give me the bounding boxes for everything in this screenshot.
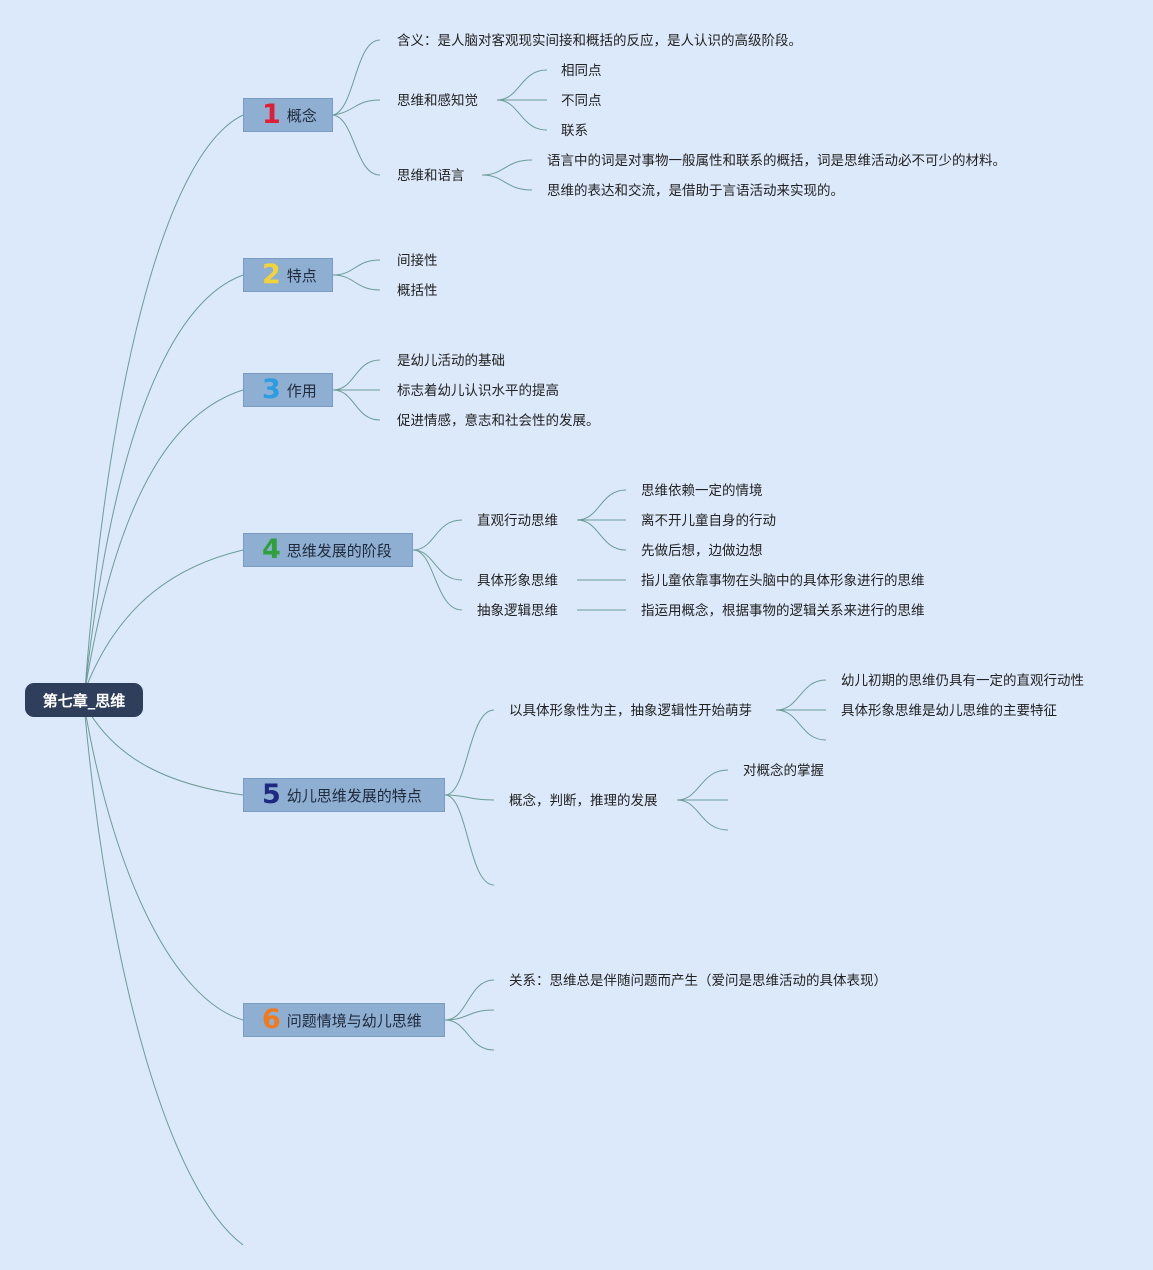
topic-label: 思维发展的阶段	[286, 541, 392, 560]
link-root-topic5	[84, 704, 244, 796]
link-root-topic3	[84, 389, 244, 691]
topic-label: 概念	[286, 106, 317, 125]
t4-intuitive-item[interactable]: 离不开儿童自身的行动	[641, 513, 776, 529]
topic-label: 特点	[286, 266, 317, 285]
topic-label: 问题情境与幼儿思维	[286, 1011, 422, 1030]
t1-perception-item[interactable]: 相同点	[561, 63, 602, 79]
t4-intuitive-item[interactable]: 先做后想，边做边想	[641, 543, 763, 559]
t4-concrete-desc[interactable]: 指儿童依靠事物在头脑中的具体形象进行的思维	[641, 573, 925, 589]
t4-intuitive-item[interactable]: 思维依赖一定的情境	[641, 483, 763, 499]
topic-label: 作用	[286, 381, 317, 400]
link-t1-perception	[332, 99, 381, 116]
number-5-icon: 5	[262, 778, 281, 810]
t5-main-item[interactable]: 幼儿初期的思维仍具有一定的直观行动性	[841, 673, 1084, 689]
topic-1[interactable]: 1 概念	[243, 98, 333, 132]
t1-perception-item[interactable]: 联系	[561, 123, 588, 139]
t3-item[interactable]: 促进情感，意志和社会性的发展。	[397, 413, 600, 429]
number-1-icon: 1	[262, 98, 281, 130]
number-3-icon: 3	[262, 373, 281, 405]
topic-3[interactable]: 3 作用	[243, 373, 333, 407]
t3-item[interactable]: 是幼儿活动的基础	[397, 353, 505, 369]
link-root-extra	[84, 714, 244, 1246]
t1-perception[interactable]: 思维和感知觉	[397, 93, 478, 109]
topic-5[interactable]: 5 幼儿思维发展的特点	[243, 778, 445, 812]
t4-abstract[interactable]: 抽象逻辑思维	[477, 603, 558, 619]
link-root-topic4	[84, 549, 244, 691]
t1-language[interactable]: 思维和语言	[397, 168, 465, 184]
t1-perception-item[interactable]: 不同点	[561, 93, 602, 109]
t5-concept[interactable]: 概念，判断，推理的发展	[509, 793, 658, 809]
t1-meaning[interactable]: 含义：是人脑对客观现实间接和概括的反应，是人认识的高级阶段。	[397, 33, 802, 49]
root-label: 第七章_思维	[42, 691, 126, 710]
t6-relation[interactable]: 关系：思维总是伴随问题而产生（爱问是思维活动的具体表现）	[509, 973, 887, 989]
t4-intuitive[interactable]: 直观行动思维	[477, 513, 558, 529]
t2-item[interactable]: 间接性	[397, 253, 438, 269]
topic-6[interactable]: 6 问题情境与幼儿思维	[243, 1003, 445, 1037]
topic-2[interactable]: 2 特点	[243, 258, 333, 292]
link-t1-language	[332, 114, 381, 176]
number-6-icon: 6	[262, 1003, 281, 1035]
t1-language-item[interactable]: 语言中的词是对事物一般属性和联系的概括，词是思维活动必不可少的材料。	[547, 153, 1006, 169]
t5-concept-item[interactable]: 对概念的掌握	[743, 763, 824, 779]
t4-concrete[interactable]: 具体形象思维	[477, 573, 558, 589]
t5-main[interactable]: 以具体形象性为主，抽象逻辑性开始萌芽	[509, 703, 752, 719]
t2-item[interactable]: 概括性	[397, 283, 438, 299]
t1-language-item[interactable]: 思维的表达和交流，是借助于言语活动来实现的。	[547, 183, 844, 199]
link-root-topic6	[84, 709, 244, 1021]
topic-4[interactable]: 4 思维发展的阶段	[243, 533, 413, 567]
t4-abstract-desc[interactable]: 指运用概念，根据事物的逻辑关系来进行的思维	[641, 603, 925, 619]
number-2-icon: 2	[262, 258, 281, 290]
root-node[interactable]: 第七章_思维	[25, 683, 143, 717]
number-4-icon: 4	[262, 533, 281, 565]
t3-item[interactable]: 标志着幼儿认识水平的提高	[397, 383, 559, 399]
link-root-topic2	[84, 274, 244, 691]
topic-label: 幼儿思维发展的特点	[286, 786, 422, 805]
t5-main-item[interactable]: 具体形象思维是幼儿思维的主要特征	[841, 703, 1057, 719]
link-root-topic1	[84, 114, 244, 691]
link-t1-meaning	[332, 39, 381, 116]
